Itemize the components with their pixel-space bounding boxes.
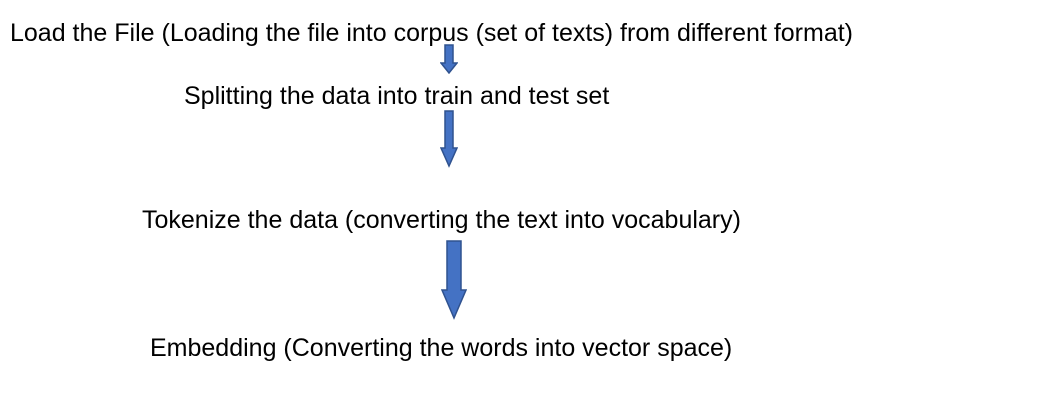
- step-embedding: Embedding (Converting the words into vec…: [150, 334, 733, 362]
- arrow-down-icon: [440, 44, 458, 74]
- step-split-data: Splitting the data into train and test s…: [184, 82, 610, 110]
- step-tokenize-data: Tokenize the data (converting the text i…: [142, 206, 741, 234]
- arrow-down-icon: [441, 240, 467, 320]
- step-load-file: Load the File (Loading the file into cor…: [10, 19, 854, 47]
- arrow-down-icon: [440, 110, 458, 168]
